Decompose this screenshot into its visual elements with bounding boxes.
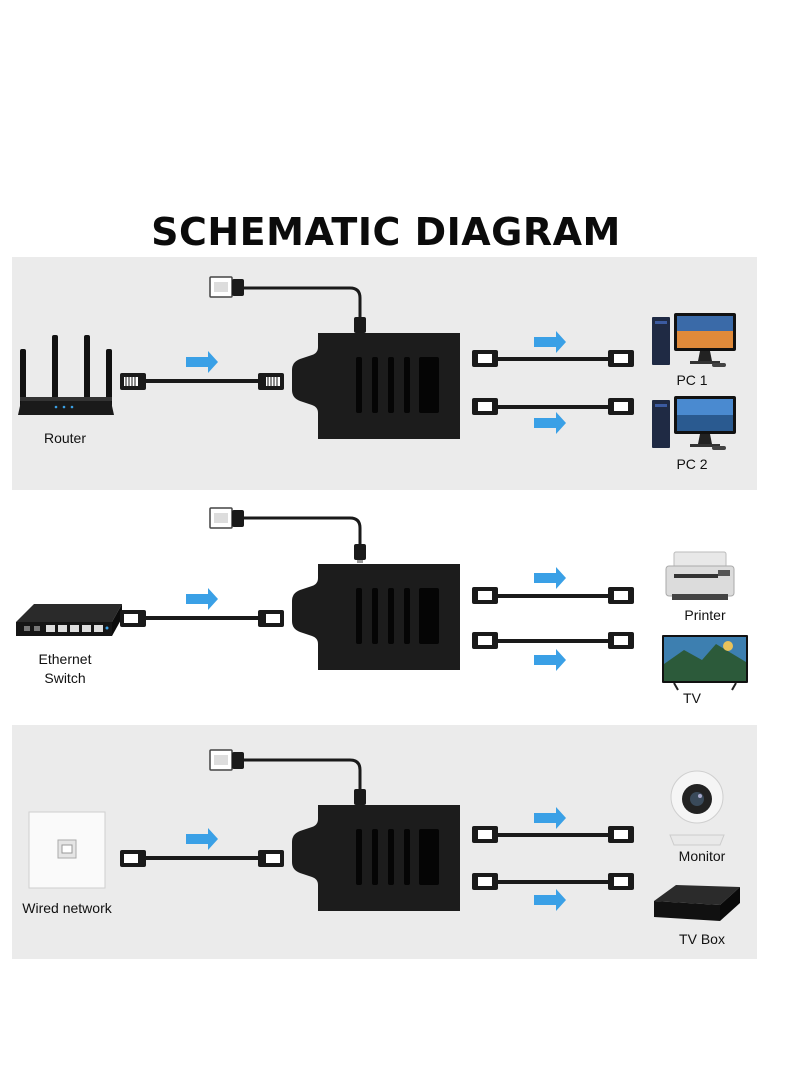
input-cable	[120, 373, 284, 390]
output-label-2: TV	[683, 690, 701, 706]
arrow-right-icon	[534, 649, 566, 671]
output-label-2: TV Box	[679, 931, 725, 947]
output-cables	[472, 350, 634, 415]
input-cable	[120, 850, 284, 867]
splitter-scene-1	[18, 276, 736, 450]
micro-usb-plug-icon	[354, 317, 366, 333]
scenario-wired-network: Wired network Monitor TV Box	[12, 725, 757, 959]
usb-power-cable	[209, 507, 366, 563]
source-label: Ethernet Switch	[38, 651, 92, 686]
splitter-icon	[292, 333, 460, 439]
output-label-1: PC 1	[676, 372, 708, 388]
output-label-1: Printer	[684, 607, 726, 623]
source-label: Wired network	[22, 900, 112, 916]
arrow-right-icon	[186, 351, 218, 373]
splitter-icon	[292, 805, 460, 911]
output-cables	[472, 587, 634, 649]
scenario-router: Router PC 1 PC 2	[12, 257, 757, 490]
usb-power-cable	[209, 276, 366, 336]
scenario-ethernet-switch: Ethernet Switch Printer TV	[12, 494, 757, 720]
tv-box-icon	[654, 885, 740, 921]
wall-socket-icon	[28, 811, 106, 889]
output-label-1: Monitor	[678, 848, 726, 864]
output-label-2: PC 2	[676, 456, 708, 472]
arrow-right-icon	[534, 412, 566, 434]
printer-icon	[665, 551, 735, 600]
desktop-pc-icon	[652, 396, 736, 450]
arrow-right-icon	[534, 331, 566, 353]
arrow-right-icon	[186, 828, 218, 850]
desktop-pc-icon	[652, 313, 736, 367]
arrow-right-icon	[534, 807, 566, 829]
usb-power-cable	[209, 749, 366, 808]
security-camera-icon	[669, 770, 725, 846]
output-cables	[472, 826, 634, 890]
splitter-icon	[292, 564, 460, 670]
source-label: Router	[43, 430, 87, 446]
diagram-title: SCHEMATIC DIAGRAM	[151, 210, 621, 254]
ethernet-switch-icon	[16, 604, 122, 636]
tv-icon	[662, 635, 748, 691]
arrow-right-icon	[534, 889, 566, 911]
splitter-scene-2	[16, 507, 748, 691]
micro-usb-plug-icon	[354, 789, 366, 805]
micro-usb-plug-icon	[354, 544, 366, 560]
arrow-right-icon	[534, 567, 566, 589]
splitter-scene-3	[28, 749, 740, 921]
input-cable	[120, 610, 284, 627]
router-icon	[18, 335, 114, 415]
arrow-right-icon	[186, 588, 218, 610]
